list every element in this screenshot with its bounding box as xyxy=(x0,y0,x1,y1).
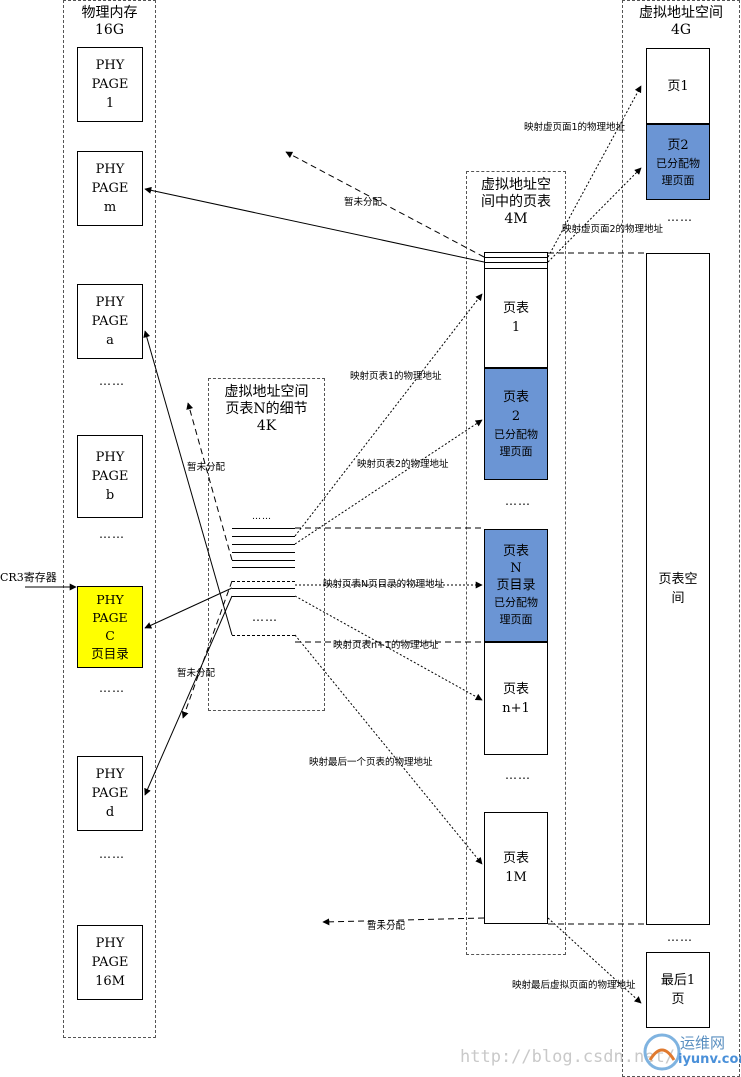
pte-line-1 xyxy=(232,528,295,529)
arrow-to-page-table-1m xyxy=(294,634,483,865)
page-table-1: 页表 1 xyxy=(484,268,548,368)
phy-ellipsis-2: …… xyxy=(99,527,125,541)
arrow-to-page-table-2 xyxy=(294,419,483,545)
phy-page-m: PHY PAGE m xyxy=(77,151,143,226)
phy-ellipsis-3: …… xyxy=(99,681,125,695)
pte-line-4 xyxy=(232,552,295,553)
virtual-page-2: 页2 已分配物 理页面 xyxy=(646,124,710,200)
pte-line-10 xyxy=(232,635,295,636)
pte-line-7 xyxy=(232,581,295,582)
watermark-logo-icon xyxy=(643,1033,681,1071)
label-map-last-vpage: 映射最后虚拟页面的物理地址 xyxy=(512,980,636,991)
label-map-pt-1: 映射页表1的物理地址 xyxy=(350,371,442,382)
pte-line-8 xyxy=(232,588,295,589)
pte-line-2 xyxy=(232,536,295,537)
page-table-2-note: 已分配物 理页面 xyxy=(494,428,538,458)
label-map-pt-n1: 映射页表n+1的物理地址 xyxy=(333,640,439,651)
label-unallocated-mid-up: 暂未分配 xyxy=(187,462,226,473)
pte-line-9 xyxy=(232,596,295,597)
phy-ellipsis-1: …… xyxy=(99,374,125,388)
page-table-n-note: 已分配物 理页面 xyxy=(494,596,538,626)
virtual-address-space-title: 虚拟地址空间 4G xyxy=(639,5,723,38)
pte-line-6 xyxy=(232,567,295,568)
arrow-to-vpage-2 xyxy=(547,167,642,263)
page-tables-ellipsis-1: …… xyxy=(505,494,531,508)
virtual-page-2-label: 页2 xyxy=(667,137,689,153)
page-table-space: 页表空 间 xyxy=(646,253,710,925)
physical-memory-title: 物理内存 16G xyxy=(81,5,138,38)
physical-memory-group xyxy=(63,0,156,1038)
arrow-to-page-table-1 xyxy=(294,293,483,537)
virtual-page-2-note: 已分配物 理页面 xyxy=(656,156,700,187)
virtual-ellipsis-2: …… xyxy=(667,930,693,944)
detail-ellipsis-top: …… xyxy=(252,512,272,522)
phy-page-16m: PHY PAGE 16M xyxy=(77,925,143,1000)
detail-ellipsis-mid: …… xyxy=(252,610,278,624)
arrow-to-phy-page-a xyxy=(143,330,233,636)
label-map-vpage-2: 映射虚页面2的物理地址 xyxy=(562,224,664,235)
arrow-unallocated-bottom xyxy=(322,917,485,926)
page-tables-group xyxy=(466,171,566,955)
label-unallocated-mid-down: 暂未分配 xyxy=(177,668,216,679)
phy-page-1: PHY PAGE 1 xyxy=(77,47,143,122)
watermark-logo-bottom: iyunv.com xyxy=(678,1052,741,1067)
page-table-2: 页表 2 已分配物 理页面 xyxy=(484,368,548,480)
page-table-n-detail-group xyxy=(208,378,325,711)
label-map-pt-n: 映射页表N页目录的物理地址 xyxy=(323,579,445,590)
page-table-1m: 页表 1M xyxy=(484,812,548,924)
watermark-logo-top: 运维网 xyxy=(680,1034,726,1052)
page-tables-ellipsis-2: …… xyxy=(505,768,531,782)
label-unallocated-bottom: 暂未分配 xyxy=(367,921,406,932)
page-table-n-plus-1: 页表 n+1 xyxy=(484,642,548,755)
watermark-url: http://blog.csdn.net/ xyxy=(460,1047,675,1067)
phy-page-d: PHY PAGE d xyxy=(77,756,143,831)
page-tables-title: 虚拟地址空 间中的页表 4M xyxy=(481,177,551,227)
arrow-unallocated-top xyxy=(285,151,485,258)
arrow-to-phy-page-d xyxy=(144,595,233,796)
arrow-to-vpage-1 xyxy=(547,85,642,258)
arrow-to-last-vpage xyxy=(547,917,642,1004)
arrow-unallocated-mid-down xyxy=(181,580,233,719)
virtual-page-1: 页1 xyxy=(646,48,710,124)
label-map-last-pt: 映射最后一个页表的物理地址 xyxy=(309,757,433,768)
arrow-to-phy-page-c xyxy=(144,587,233,629)
arrow-unallocated-mid-up xyxy=(186,402,233,561)
pte-line-3 xyxy=(232,544,295,545)
virtual-ellipsis-1: …… xyxy=(667,210,693,224)
label-map-pt-2: 映射页表2的物理地址 xyxy=(357,459,449,470)
arrow-to-phy-page-m xyxy=(144,186,485,263)
phy-ellipsis-4: …… xyxy=(99,847,125,861)
page-table-top-entries xyxy=(484,252,548,268)
phy-page-b: PHY PAGE b xyxy=(77,435,143,518)
phy-page-a: PHY PAGE a xyxy=(77,284,143,359)
label-map-vpage-1: 映射虚页面1的物理地址 xyxy=(524,122,626,133)
label-unallocated-top: 暂未分配 xyxy=(344,197,383,208)
pt-top-line-1 xyxy=(484,257,548,258)
page-table-n-page-directory: 页表 N 页目录 已分配物 理页面 xyxy=(484,529,548,642)
page-table-2-label: 页表 2 xyxy=(502,390,529,424)
cr3-register-label: CR3寄存器 xyxy=(0,571,57,584)
pte-line-5 xyxy=(232,560,295,561)
phy-page-c-page-directory: PHY PAGE C 页目录 xyxy=(77,586,143,668)
page-table-n-label: 页表 N 页目录 xyxy=(496,544,536,593)
page-table-n-detail-title: 虚拟地址空间 页表N的细节 4K xyxy=(224,384,309,434)
virtual-last-page: 最后1 页 xyxy=(646,952,710,1028)
pt-top-line-2 xyxy=(484,262,548,263)
watermark-logo: 运维网 iyunv.com xyxy=(642,1030,741,1074)
